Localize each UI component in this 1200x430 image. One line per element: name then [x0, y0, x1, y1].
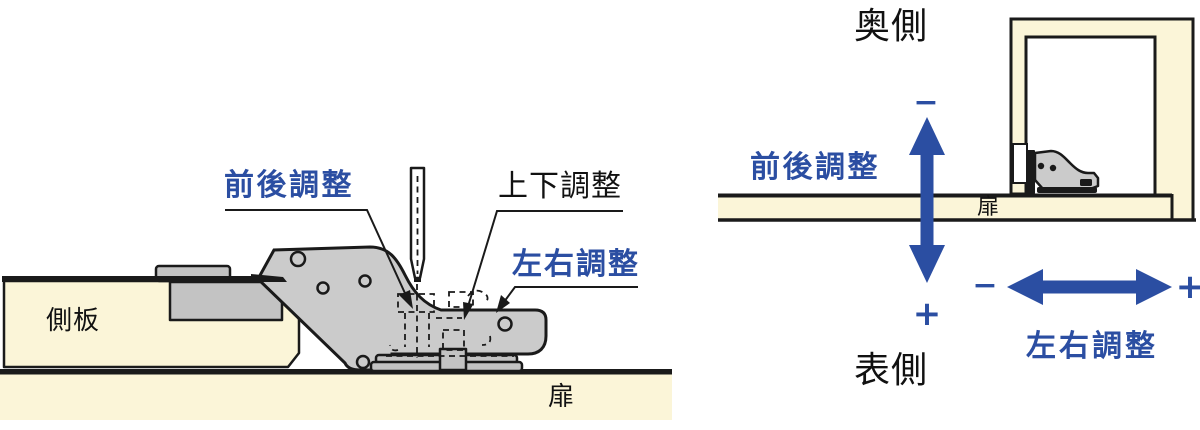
- hinge-arm-heel: [251, 274, 287, 282]
- right-door-panel: [718, 196, 1172, 220]
- cabinet-hinge: [1026, 149, 1100, 194]
- right-diagram: [718, 17, 1196, 305]
- hinge-arm: [256, 245, 548, 372]
- left-right-arrow: [1007, 269, 1172, 305]
- sign-front-back-minus: −: [913, 85, 939, 120]
- sign-left-right-plus: +: [1175, 267, 1200, 307]
- leader-front-back-arrowhead: [399, 290, 413, 309]
- arm-hole: [358, 274, 372, 288]
- label-door-left: 扉: [548, 382, 575, 412]
- label-back-side: 奥側: [854, 6, 929, 47]
- leader-left-right-arrowhead: [496, 295, 510, 313]
- label-front-back-adjust-right: 前後調整: [750, 150, 880, 185]
- side-panel-top-edge: [2, 276, 301, 282]
- screwdriver-tip: [414, 277, 421, 282]
- label-side-panel: 側板: [46, 306, 101, 336]
- cup-center-tab: [438, 347, 468, 372]
- hinge-mortise: [1012, 143, 1028, 184]
- label-up-down-adjust: 上下調整: [498, 169, 622, 204]
- front-back-arrow: [909, 117, 945, 283]
- leader-up-down-arrowhead: [463, 302, 474, 320]
- label-left-right-adjust-right: 左右調整: [1026, 329, 1158, 364]
- label-front-side: 表側: [854, 350, 929, 391]
- label-left-right-adjust-left: 左右調整: [512, 247, 640, 282]
- arm-hole: [289, 250, 307, 268]
- left-door-top-edge: [0, 369, 672, 375]
- arm-hole: [316, 281, 330, 295]
- sign-front-back-plus: +: [912, 294, 942, 334]
- leader-front-back: [225, 209, 410, 303]
- sign-left-right-minus: −: [972, 268, 998, 303]
- left-diagram: [0, 166, 672, 420]
- arm-hole: [355, 354, 371, 370]
- label-door-right: 扉: [977, 195, 1000, 220]
- hidden-mechanism-dashes: [386, 284, 514, 358]
- leader-left-right: [500, 286, 638, 307]
- left-door-panel: [0, 374, 672, 420]
- label-front-back-adjust-left: 前後調整: [224, 168, 354, 203]
- leader-up-down: [465, 210, 623, 314]
- screwdriver: [409, 166, 426, 282]
- side-screw-head: [497, 316, 513, 332]
